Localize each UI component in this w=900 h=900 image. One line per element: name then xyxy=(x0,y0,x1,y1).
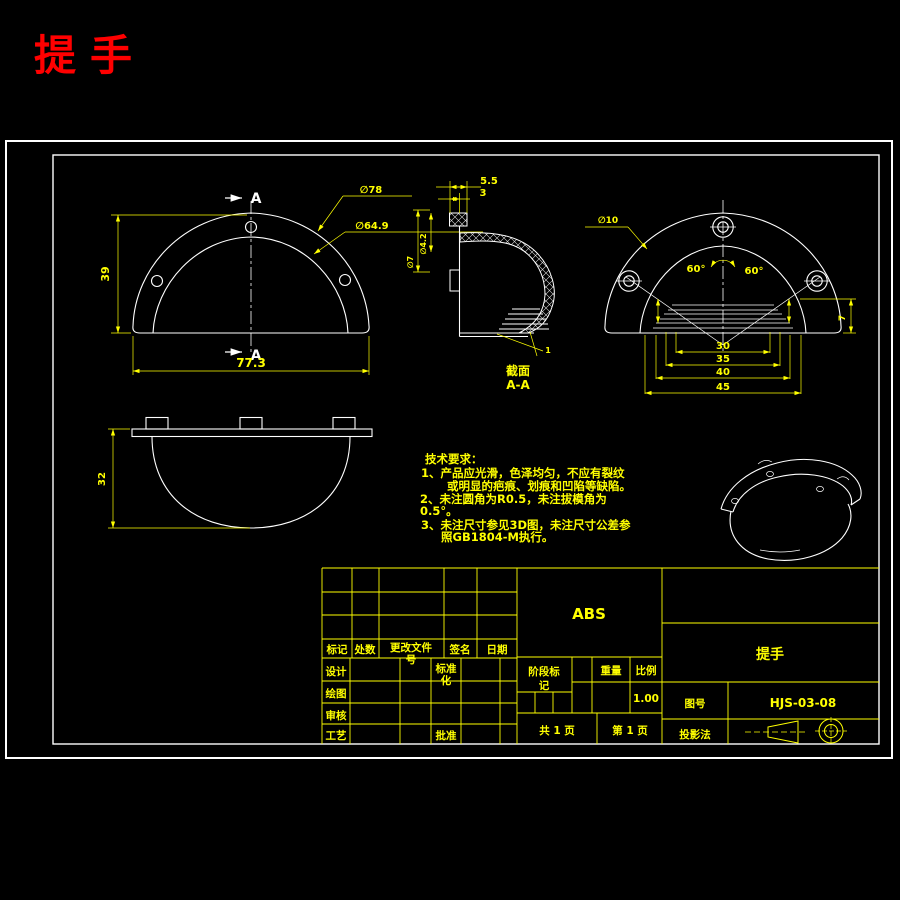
hole-left-cbore xyxy=(616,270,642,292)
label-process: 工艺 xyxy=(326,729,347,742)
rib-dim-30: 30 xyxy=(716,341,730,352)
value-scale: 1.00 xyxy=(633,693,659,705)
tech-req-line: 3、未注尺寸参见3D图，未注尺寸公差参 xyxy=(421,518,631,532)
label-approve: 批准 xyxy=(436,729,457,742)
label-check: 审核 xyxy=(326,709,347,722)
label-projection: 投影法 xyxy=(679,728,711,741)
label-standard-1: 标准 xyxy=(435,662,457,675)
isometric-view xyxy=(720,458,862,561)
header-date: 日期 xyxy=(487,643,508,656)
part-name-cell: 提手 xyxy=(756,646,784,663)
title-block: ABS 提手 标记 处数 更改文件 号 签名 日期 设计 绘图 审核 工艺 标准… xyxy=(321,567,879,745)
boss-left xyxy=(145,416,169,430)
flange-step-dim: 3 xyxy=(480,188,487,199)
front-view: A A 77.3 39 ∅78 ∅64.9 xyxy=(99,185,483,375)
front-inner-dia: ∅64.9 xyxy=(355,221,388,232)
header-count: 处数 xyxy=(354,643,376,656)
flange-width-dim: 5.5 xyxy=(480,176,498,187)
flange-bar xyxy=(131,428,373,438)
plan-height-dim: 32 xyxy=(97,472,108,486)
boss-right xyxy=(332,416,356,430)
tech-req-line: 1、产品应光滑，色泽均匀，不应有裂纹 xyxy=(421,466,625,480)
projection-cone-symbol xyxy=(767,720,799,744)
shell-wall-section xyxy=(459,232,555,334)
plan-view: 32 xyxy=(97,416,373,529)
header-change-file: 更改文件 xyxy=(390,641,432,654)
section-mark-bottom: A xyxy=(251,348,262,364)
page-title: 提手 xyxy=(34,34,147,80)
outer-frame xyxy=(5,140,893,759)
hole-dia-leader: ∅10 xyxy=(598,216,618,226)
label-stage-1: 阶段标 xyxy=(528,665,560,678)
material-cell: ABS xyxy=(572,605,606,623)
front-height-dim: 39 xyxy=(99,266,112,281)
header-mark: 标记 xyxy=(326,643,348,656)
value-total-pages: 共 1 页 xyxy=(539,724,575,737)
rib-dim-40: 40 xyxy=(716,367,730,378)
projection-symbol xyxy=(745,717,847,745)
iso-hole-left xyxy=(731,498,739,504)
tech-req-heading: 技术要求： xyxy=(425,452,483,466)
rear-view: 60° 60° 30 35 40 45 xyxy=(585,200,856,396)
section-caption-aa: A-A xyxy=(506,378,530,392)
iso-hole-top xyxy=(766,471,774,477)
header-change-file-2: 号 xyxy=(406,654,417,666)
tech-req-line: 照GB1804-M执行。 xyxy=(441,530,553,544)
depth-dim: 7 xyxy=(838,315,848,321)
hole-right-cbore xyxy=(804,270,830,292)
inner-frame xyxy=(52,154,880,745)
tech-req-line: 2、未注圆角为R0.5，未注拔模角为 xyxy=(420,492,607,506)
hole-right xyxy=(338,273,352,287)
label-stage-2: 记 xyxy=(539,680,550,692)
boss-section xyxy=(449,269,460,292)
rib-dim-35: 35 xyxy=(716,354,730,365)
tech-requirements: 技术要求： 1、产品应光滑，色泽均匀，不应有裂纹 或明显的疤痕、划痕和凹陷等缺陷… xyxy=(420,452,631,544)
header-signature: 签名 xyxy=(449,643,471,656)
label-scale: 比例 xyxy=(636,664,657,677)
front-width-dim: 77.3 xyxy=(236,356,266,370)
front-outer-dia: ∅78 xyxy=(360,185,383,196)
draft-angle-dim: 1 xyxy=(545,346,551,355)
angle-left-dim: 60° xyxy=(687,264,706,275)
iso-hole-right xyxy=(816,486,824,492)
label-drawing-no: 图号 xyxy=(685,698,706,710)
hole-dia-dim: ∅4.2 xyxy=(419,233,428,254)
value-drawing-no: HJS-03-08 xyxy=(770,696,837,710)
label-weight: 重量 xyxy=(601,664,622,677)
flange-section xyxy=(449,212,468,227)
hole-left xyxy=(150,274,164,288)
tech-req-line: 或明显的疤痕、划痕和凹陷等缺陷。 xyxy=(447,479,631,493)
section-mark-top: A xyxy=(251,191,262,207)
boss-center xyxy=(239,416,263,430)
label-standard-2: 化 xyxy=(441,674,452,687)
boss-dia-dim: ∅7 xyxy=(406,256,415,268)
label-design: 设计 xyxy=(326,665,347,678)
tech-req-line: 0.5°。 xyxy=(420,504,458,518)
angle-right-dim: 60° xyxy=(745,266,764,277)
value-page-no: 第 1 页 xyxy=(612,724,648,737)
label-draw: 绘图 xyxy=(326,687,347,700)
section-caption: 截面 xyxy=(506,363,530,378)
rib-dim-45: 45 xyxy=(716,382,730,393)
section-view: 5.5 3 ∅7 ∅4.2 1 截面 A-A xyxy=(406,176,555,392)
bowl-outline xyxy=(151,436,351,529)
